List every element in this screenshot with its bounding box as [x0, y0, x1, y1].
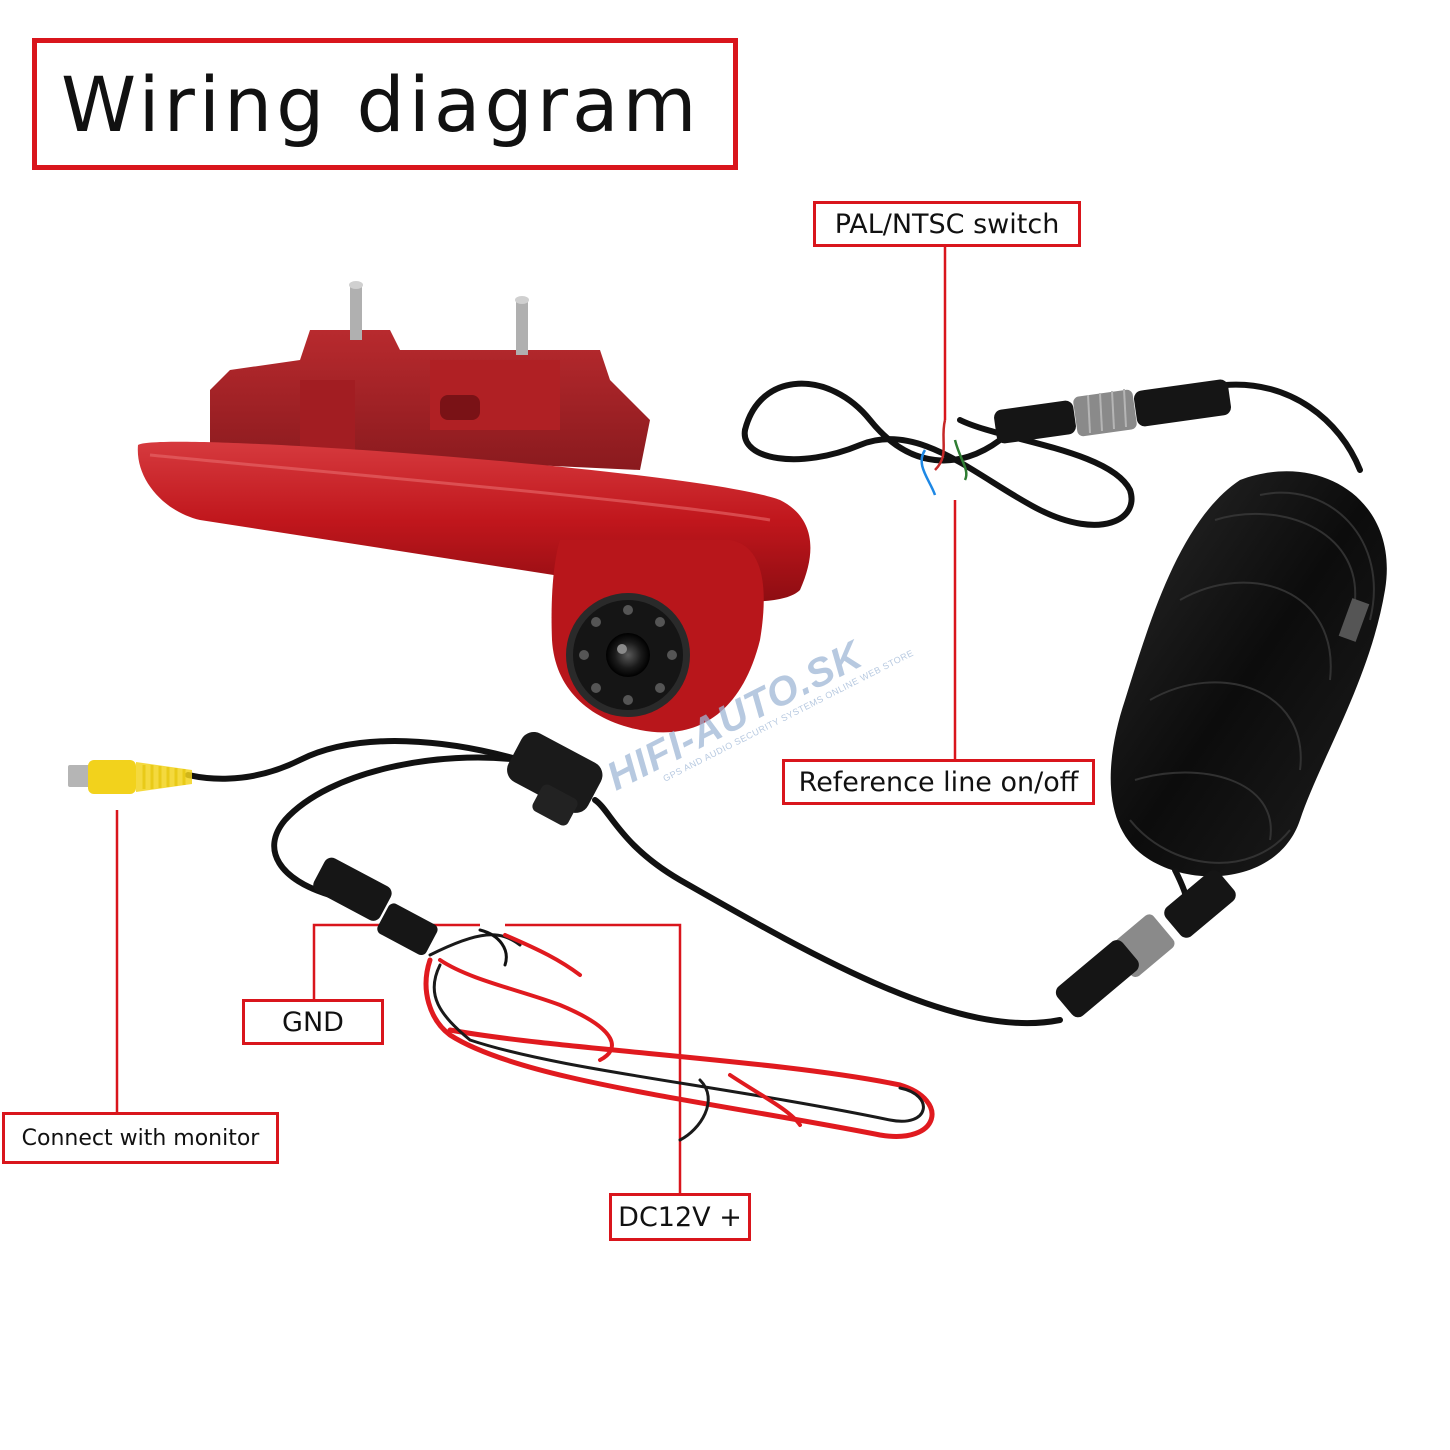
rca-connector — [68, 760, 192, 794]
power-connector — [313, 857, 438, 956]
cable-coil — [1110, 471, 1387, 877]
aviation-connector-top — [994, 379, 1232, 444]
label-dc12v: DC12V + — [609, 1193, 751, 1241]
label-gnd: GND — [242, 999, 384, 1045]
brake-light-camera — [137, 281, 811, 733]
label-reference-line: Reference line on/off — [782, 759, 1095, 805]
power-wires — [423, 928, 935, 1142]
page-title: Wiring diagram — [32, 38, 738, 170]
switch-wires — [920, 419, 968, 496]
label-connect-monitor: Connect with monitor — [2, 1112, 279, 1164]
y-splitter — [507, 731, 603, 826]
label-pal-ntsc-switch: PAL/NTSC switch — [813, 201, 1081, 247]
aviation-connector-bottom — [1055, 870, 1236, 1018]
